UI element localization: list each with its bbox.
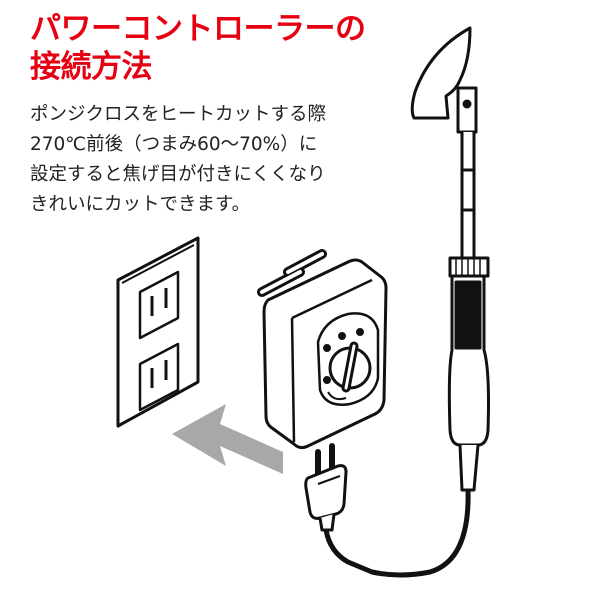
power-controller-icon xyxy=(257,249,388,450)
instruction-line-2: 270℃前後（つまみ60〜70%）に xyxy=(30,134,318,155)
instruction-line-4: きれいにカットできます。 xyxy=(30,194,251,215)
title-line-1: パワーコントローラーの xyxy=(30,11,366,47)
page-title: パワーコントローラーの 接続方法 xyxy=(30,10,366,86)
instruction-line-1: ポンジクロスをヒートカットする際 xyxy=(30,104,327,125)
wall-outlet-icon xyxy=(116,236,200,428)
instruction-text: ポンジクロスをヒートカットする際 270℃前後（つまみ60〜70%）に 設定する… xyxy=(30,100,410,220)
arrow-left-icon xyxy=(172,404,283,474)
title-line-2: 接続方法 xyxy=(30,49,152,85)
heat-cutter-icon xyxy=(323,26,490,578)
instruction-line-3: 設定すると焦げ目が付きにくくなり xyxy=(30,164,326,185)
power-plug-icon xyxy=(304,443,348,532)
